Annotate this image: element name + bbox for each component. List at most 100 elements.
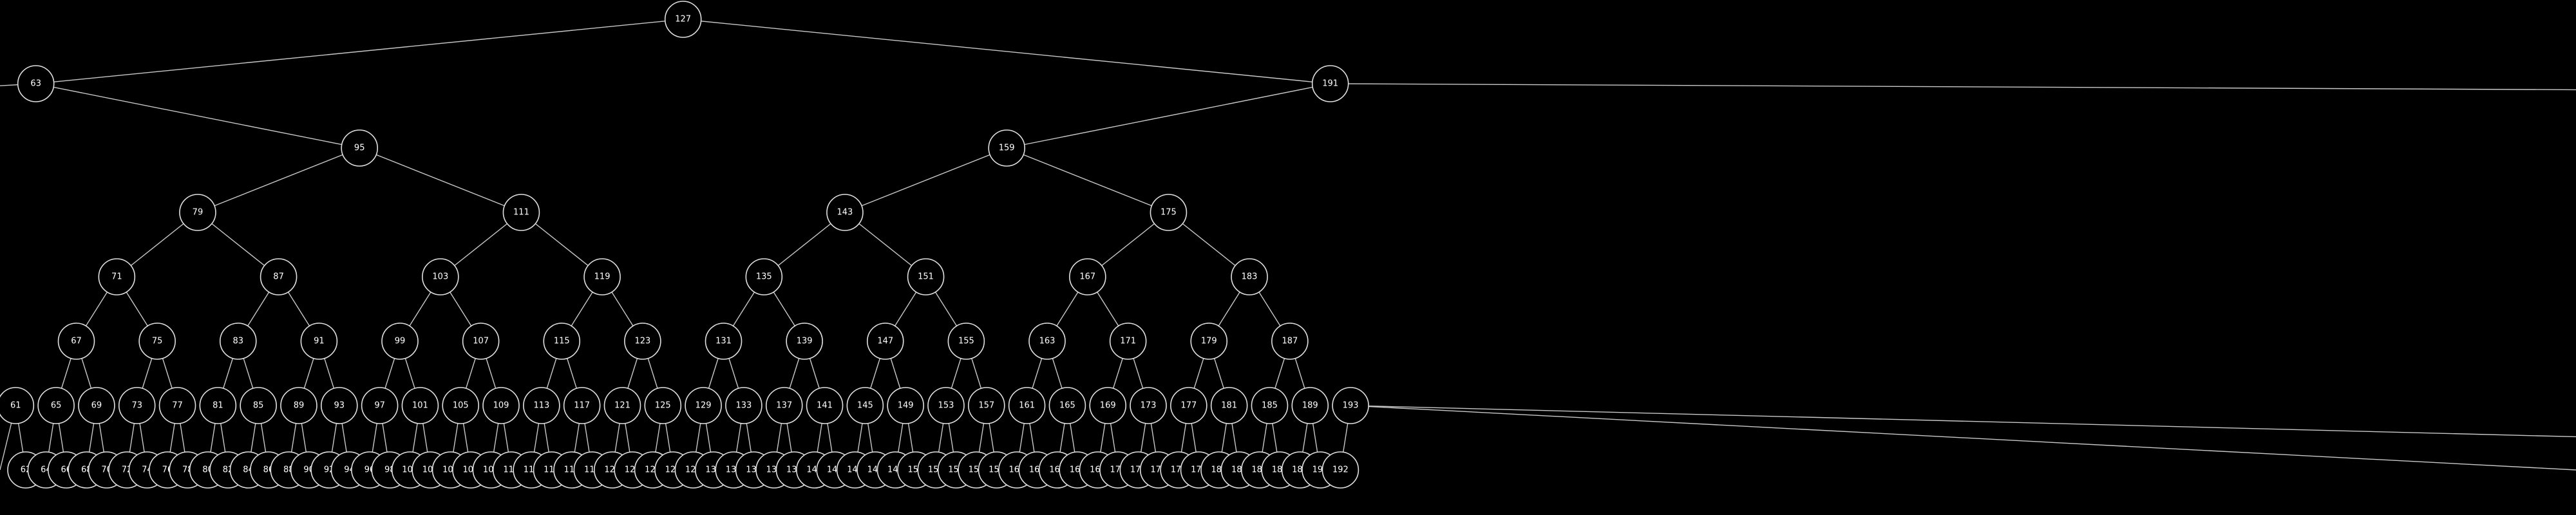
node-label: 192 [1332, 465, 1349, 475]
tree-node-181: 181 [1210, 387, 1248, 424]
node-circle [260, 258, 298, 295]
tree-node-133: 133 [725, 387, 762, 424]
node-label: 183 [1242, 272, 1258, 282]
node-label: 145 [857, 401, 873, 411]
node-circle [523, 387, 560, 424]
tree-node-121: 121 [603, 387, 641, 424]
tree-node-141: 141 [806, 387, 844, 424]
node-label: 113 [533, 401, 549, 411]
tree-node-153: 153 [927, 387, 965, 424]
node-label: 111 [513, 208, 529, 218]
node-circle [1271, 323, 1309, 360]
node-label: 127 [675, 15, 691, 24]
tree-node-127: 127 [664, 1, 702, 38]
tree-node-193: 193 [1332, 387, 1369, 424]
node-label: 121 [614, 401, 630, 411]
node-label: 169 [1100, 401, 1116, 411]
edge-offscreen-191 [1330, 83, 2576, 91]
node-label: 117 [574, 401, 590, 411]
node-circle [543, 323, 581, 360]
node-label: 191 [1322, 79, 1338, 89]
tree-node-187: 187 [1271, 323, 1309, 360]
tree-node-101: 101 [401, 387, 439, 424]
node-circle [1130, 387, 1167, 424]
tree-node-189: 189 [1291, 387, 1329, 424]
node-label: 101 [412, 401, 428, 411]
node-circle [57, 323, 95, 360]
node-label: 147 [877, 337, 893, 346]
node-label: 189 [1302, 401, 1318, 411]
node-circle [907, 258, 945, 295]
edge-offscreen-child-193 [1350, 405, 2576, 471]
node-label: 61 [10, 401, 21, 411]
node-circle [1028, 323, 1066, 360]
node-label: 181 [1221, 401, 1237, 411]
node-circle [1089, 387, 1127, 424]
edge-95-79 [197, 147, 360, 213]
node-label: 77 [172, 401, 183, 411]
edge-95-111 [359, 147, 522, 213]
node-circle [300, 323, 338, 360]
node-circle [219, 323, 257, 360]
node-circle [967, 387, 1005, 424]
tree-node-173: 173 [1130, 387, 1167, 424]
tree-node-83: 83 [219, 323, 257, 360]
node-label: 165 [1059, 401, 1075, 411]
node-label: 103 [432, 272, 448, 282]
tree-node-169: 169 [1089, 387, 1127, 424]
node-circle [603, 387, 641, 424]
node-circle [361, 387, 399, 424]
node-label: 67 [71, 337, 82, 346]
node-label: 179 [1201, 337, 1217, 346]
node-label: 175 [1160, 208, 1177, 218]
node-circle [806, 387, 844, 424]
node-label: 85 [253, 401, 264, 411]
node-label: 119 [594, 272, 611, 282]
node-circle [826, 194, 864, 231]
node-label: 97 [374, 401, 385, 411]
tree-node-75: 75 [138, 323, 176, 360]
node-circle [401, 387, 439, 424]
node-label: 129 [696, 401, 712, 411]
edge-159-175 [1006, 147, 1169, 213]
node-circle [1291, 387, 1329, 424]
tree-node-149: 149 [887, 387, 924, 424]
tree-node-117: 117 [563, 387, 601, 424]
node-circle [37, 387, 75, 424]
node-label: 171 [1120, 337, 1136, 346]
tree-node-185: 185 [1251, 387, 1289, 424]
node-label: 73 [131, 401, 142, 411]
node-label: 71 [111, 272, 122, 282]
node-circle [118, 387, 156, 424]
tree-node-87: 87 [260, 258, 298, 295]
node-label: 91 [314, 337, 325, 346]
node-label: 157 [978, 401, 994, 411]
tree-node-81: 81 [199, 387, 237, 424]
tree-node-155: 155 [947, 323, 985, 360]
node-label: 139 [797, 337, 813, 346]
node-circle [927, 387, 965, 424]
node-circle [199, 387, 237, 424]
tree-node-165: 165 [1048, 387, 1086, 424]
tree-node-161: 161 [1008, 387, 1046, 424]
node-label: 143 [837, 208, 853, 218]
tree-node-143: 143 [826, 194, 864, 231]
tree-node-69: 69 [78, 387, 115, 424]
node-label: 69 [91, 401, 102, 411]
node-circle [563, 387, 601, 424]
node-label: 79 [193, 208, 204, 218]
node-circle [1332, 387, 1369, 424]
node-label: 153 [938, 401, 954, 411]
node-label: 193 [1343, 401, 1359, 411]
tree-node-77: 77 [158, 387, 196, 424]
node-circle [179, 194, 216, 231]
node-circle [1150, 194, 1188, 231]
node-label: 123 [634, 337, 650, 346]
tree-node-73: 73 [118, 387, 156, 424]
edge-127-191 [683, 19, 1331, 84]
tree-node-61: 61 [0, 387, 35, 424]
tree-node-179: 179 [1190, 323, 1228, 360]
edge-offscreen-63 [0, 83, 36, 86]
edge-offscreen-193 [1350, 405, 2576, 438]
